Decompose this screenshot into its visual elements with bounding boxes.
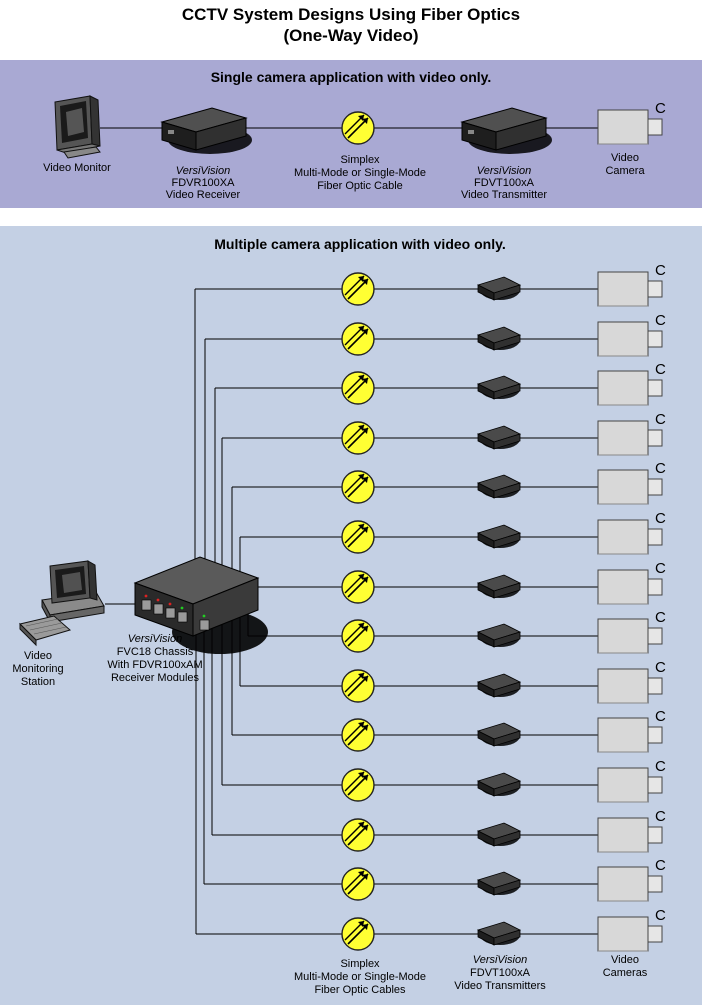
- chassis-label-line3: Receiver Modules: [111, 672, 200, 684]
- camera-c-label: C: [655, 262, 666, 279]
- single-cable-line3: Fiber Optic Cable: [317, 180, 403, 192]
- chassis-brand: VersiVision: [128, 633, 182, 645]
- multi-transmitter-model: FDVT100xA: [470, 967, 531, 979]
- receiver-device-icon: [160, 107, 252, 154]
- camera-c-label: C: [655, 857, 666, 874]
- multi-transmitter-brand: VersiVision: [473, 954, 527, 966]
- fiber-cable-icon: [341, 619, 375, 653]
- multi-cable-line3: Fiber Optic Cables: [314, 984, 406, 996]
- chassis-label-line1: FVC18 Chassis: [117, 646, 194, 658]
- station-label-line3: Station: [21, 676, 55, 688]
- multi-transmitter-desc: Video Transmitters: [454, 980, 546, 992]
- station-label-line1: Video: [24, 650, 52, 662]
- camera-label-line1: Video: [611, 152, 639, 164]
- chassis-device-icon: [133, 556, 268, 654]
- chassis-label-line2: With FDVR100xAM: [107, 659, 202, 671]
- fiber-cable-icon: [341, 421, 375, 455]
- channel-row: C: [214, 361, 666, 593]
- video-monitor-label: Video Monitor: [43, 162, 111, 174]
- multi-camera-line1: Video: [611, 954, 639, 966]
- multi-cable-line1: Simplex: [340, 958, 380, 970]
- camera-c-label: C: [655, 560, 666, 577]
- fiber-cable-icon: [341, 718, 375, 752]
- fiber-cable-icon: [341, 470, 375, 504]
- camera-c-label: C: [655, 708, 666, 725]
- fiber-cable-icon: [341, 520, 375, 554]
- camera-c-label: C: [655, 659, 666, 676]
- multi-cable-line2: Multi-Mode or Single-Mode: [294, 971, 426, 983]
- single-heading: Single camera application with video onl…: [211, 69, 492, 85]
- fiber-cable-icon: [341, 768, 375, 802]
- fiber-cable-icon: [341, 570, 375, 604]
- receiver-model: FDVR100XA: [172, 177, 236, 189]
- camera-c-label: C: [655, 609, 666, 626]
- page-subtitle: (One-Way Video): [283, 26, 419, 45]
- camera-c-label: C: [655, 510, 666, 527]
- camera-c-label: C: [655, 460, 666, 477]
- page-title: CCTV System Designs Using Fiber Optics: [181, 5, 521, 24]
- video-monitor-icon: [54, 95, 101, 159]
- monitoring-station-icon: [19, 560, 105, 647]
- fiber-cable-icon: [341, 917, 375, 951]
- channel-row: C: [195, 609, 666, 952]
- transmitter-desc: Video Transmitter: [461, 189, 547, 201]
- camera-c-label: C: [655, 411, 666, 428]
- single-cable-line1: Simplex: [340, 154, 380, 166]
- channel-row: C: [204, 312, 666, 591]
- fiber-cable-icon: [341, 111, 375, 145]
- fiber-cable-icon: [341, 867, 375, 901]
- camera-c-label: C: [655, 907, 666, 924]
- transmitter-device-icon: [460, 107, 552, 154]
- fiber-cable-icon: [341, 322, 375, 356]
- channel-row: C: [194, 262, 666, 590]
- single-cable-line2: Multi-Mode or Single-Mode: [294, 167, 426, 179]
- station-label-line2: Monitoring: [12, 663, 63, 675]
- receiver-desc: Video Receiver: [166, 189, 241, 201]
- fiber-cable-icon: [341, 669, 375, 703]
- camera-c-label: C: [655, 758, 666, 775]
- receiver-brand: VersiVision: [176, 165, 230, 177]
- camera-label-line2: Camera: [605, 165, 645, 177]
- camera-c-label: C: [655, 361, 666, 378]
- camera-c-label: C: [655, 808, 666, 825]
- channel-rows: C C C C C C C C C C C C C C: [194, 262, 666, 952]
- fiber-cable-icon: [341, 818, 375, 852]
- camera-c-label: C: [655, 100, 666, 117]
- channel-row: C: [203, 607, 666, 902]
- fiber-cable-icon: [341, 371, 375, 405]
- multiple-heading: Multiple camera application with video o…: [214, 236, 505, 252]
- fiber-cable-icon: [341, 272, 375, 306]
- multi-camera-line2: Cameras: [603, 967, 648, 979]
- camera-c-label: C: [655, 312, 666, 329]
- transmitter-model: FDVT100xA: [474, 177, 535, 189]
- transmitter-brand: VersiVision: [477, 165, 531, 177]
